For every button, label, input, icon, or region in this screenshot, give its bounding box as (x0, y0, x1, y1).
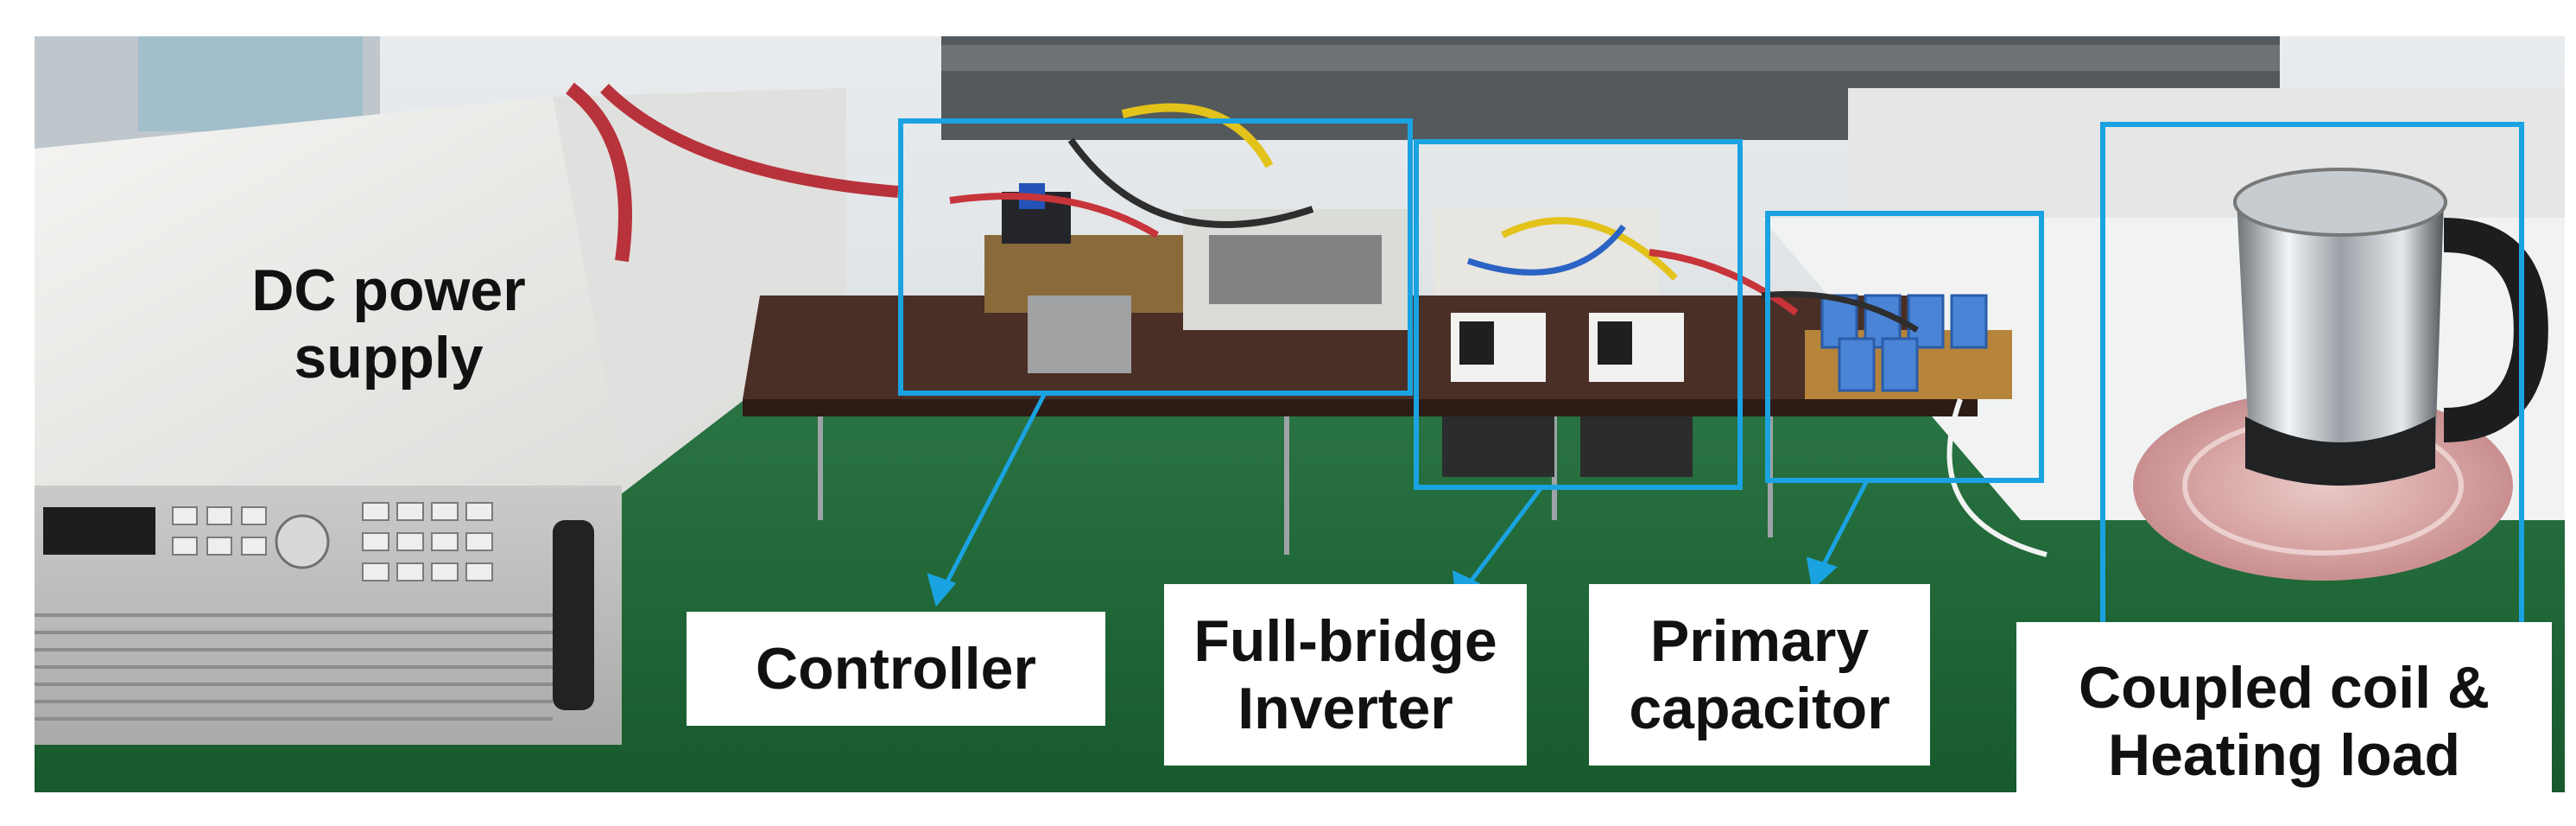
controller-arrowhead (927, 573, 957, 607)
dc-power-supply-unit (35, 82, 899, 745)
kettle-and-coil (2133, 168, 2548, 581)
inverter-pointer-line (1466, 486, 1543, 587)
inverter-boards (1434, 209, 1799, 477)
primary-capacitor-label-line-1: Primary (1649, 608, 1870, 674)
primary-capacitor-label: Primary capacitor (1589, 584, 1930, 766)
dc-power-supply-label: DC power supply (199, 242, 579, 406)
capacitor-pointer-line (1820, 479, 1870, 569)
controller-pointer-line (943, 391, 1047, 587)
primary-capacitor-label-line-2: capacitor (1629, 676, 1890, 741)
coupled-coil-label-line-1: Coupled coil & (2079, 655, 2490, 721)
dc-power-supply-label-line-1: DC power (251, 257, 526, 323)
dc-power-supply-label-line-2: supply (294, 325, 484, 391)
capacitor-highlight-box (1765, 211, 2044, 483)
full-bridge-inverter-label-line-2: Inverter (1237, 676, 1453, 741)
coupled-coil-label-line-2: Heating load (2107, 722, 2461, 788)
capacitor-bank (1761, 290, 2048, 557)
full-bridge-inverter-label-line-1: Full-bridge (1193, 608, 1497, 674)
controller-boards (949, 103, 1408, 373)
controller-label-line-1: Controller (756, 636, 1036, 702)
pointer-arrows (927, 391, 2277, 683)
controller-label: Controller (687, 612, 1105, 726)
testbench-photo (35, 36, 2565, 792)
capacitor-arrowhead (1806, 556, 1838, 590)
coupled-coil-heating-load-label: Coupled coil & Heating load (2016, 622, 2552, 821)
full-bridge-inverter-label: Full-bridge Inverter (1164, 584, 1527, 766)
inverter-highlight-box (1414, 139, 1743, 490)
controller-highlight-box (898, 118, 1413, 396)
